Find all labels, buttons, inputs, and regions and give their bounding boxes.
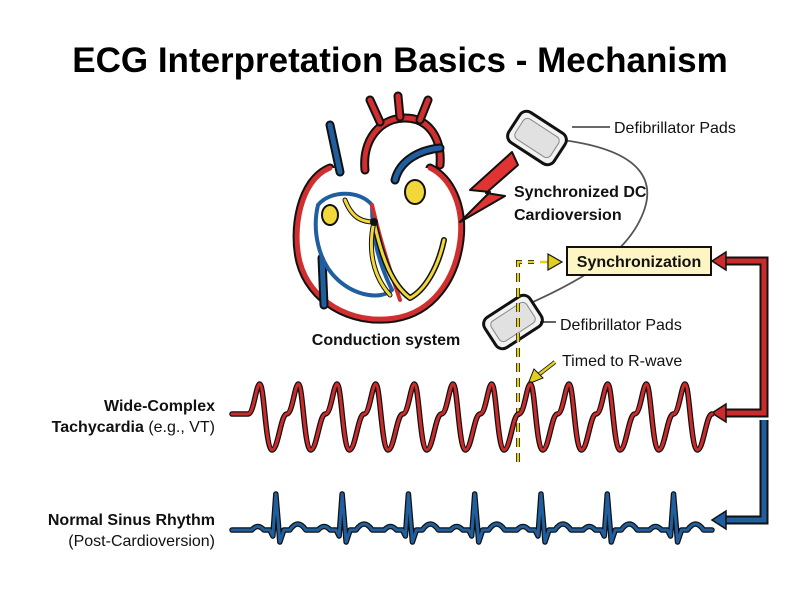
nsr-waveform: [229, 491, 715, 545]
vt-label-line2: Tachycardia (e.g., VT): [52, 419, 215, 436]
vt-trace: [230, 382, 714, 452]
defibrillator-pad-icon: [482, 293, 544, 351]
conduction-system-label: Conduction system: [312, 332, 460, 349]
nsr-trace: [230, 492, 714, 544]
arrowhead-icon: [710, 509, 727, 531]
pad-cable: [514, 139, 649, 311]
defibrillator-pad-icon: [506, 109, 568, 167]
vt-label-bold: Tachycardia: [52, 419, 144, 436]
cardioversion-label-line2: Cardioversion: [514, 207, 622, 224]
feedback-arrow: [710, 250, 769, 531]
vt-label-rest: (e.g., VT): [144, 419, 215, 436]
pads-top-label: Defibrillator Pads: [614, 120, 736, 137]
pads-bottom-label: Defibrillator Pads: [560, 317, 682, 334]
timed-r-wave-label: Timed to R-wave: [562, 353, 682, 370]
arrowhead-icon: [710, 250, 727, 272]
arrow-icon: [527, 360, 557, 385]
heart-icon: [292, 91, 466, 324]
synchronization-box: [566, 246, 712, 276]
arrowhead-icon: [547, 252, 564, 272]
arrowhead-icon: [710, 402, 727, 424]
page-title: ECG Interpretation Basics - Mechanism: [72, 41, 727, 80]
nsr-label-line1: Normal Sinus Rhythm: [48, 512, 215, 529]
vt-waveform: [229, 381, 715, 453]
cardioversion-label-line1: Synchronized DC: [514, 184, 647, 201]
nsr-label-line2: (Post-Cardioversion): [68, 533, 215, 550]
synchronization-label: Synchronization: [577, 254, 701, 271]
lightning-bolt-icon: [459, 151, 519, 223]
vt-label-line1: Wide-Complex: [104, 398, 215, 415]
sync-dashed-line: [516, 252, 564, 462]
